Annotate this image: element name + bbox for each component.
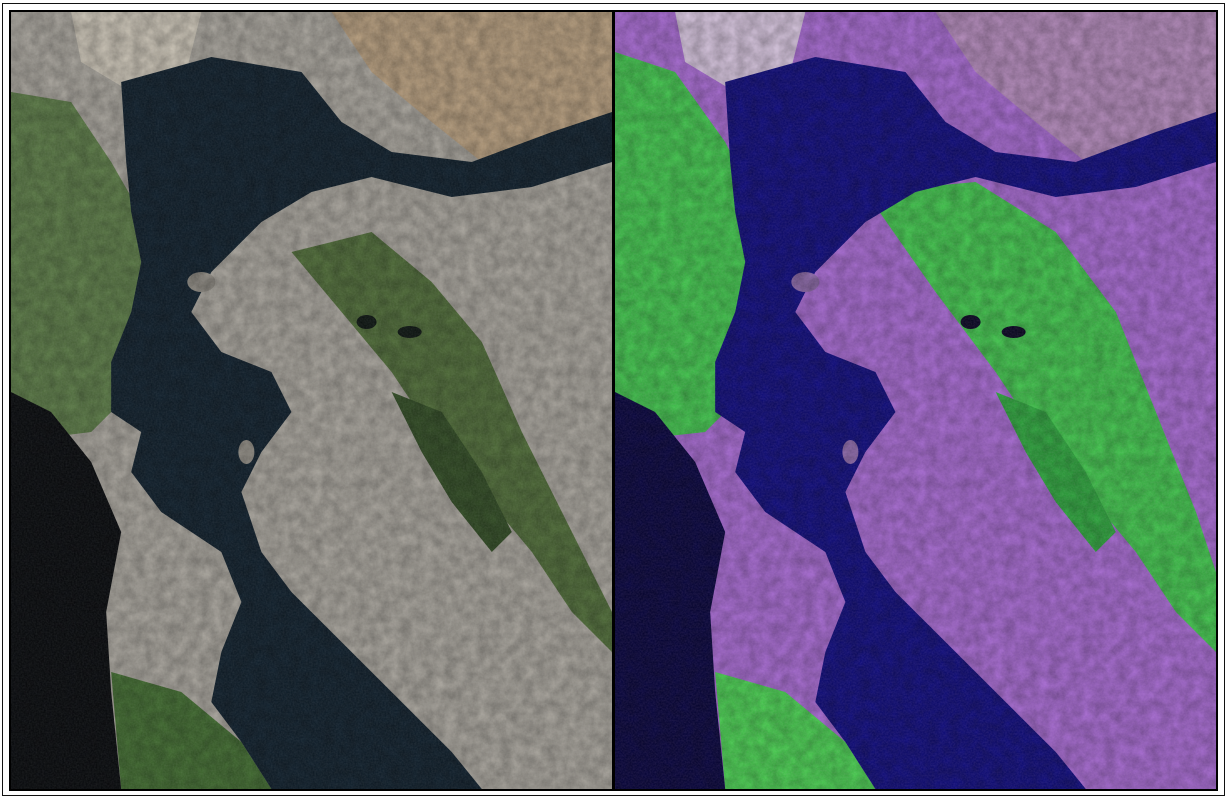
image-pair	[9, 10, 1218, 791]
image-frame	[2, 3, 1225, 796]
false-color-panel	[615, 12, 1216, 789]
natural-color-panel	[11, 12, 612, 789]
false-color-satellite-image	[615, 12, 1216, 789]
natural-color-satellite-image	[11, 12, 612, 789]
